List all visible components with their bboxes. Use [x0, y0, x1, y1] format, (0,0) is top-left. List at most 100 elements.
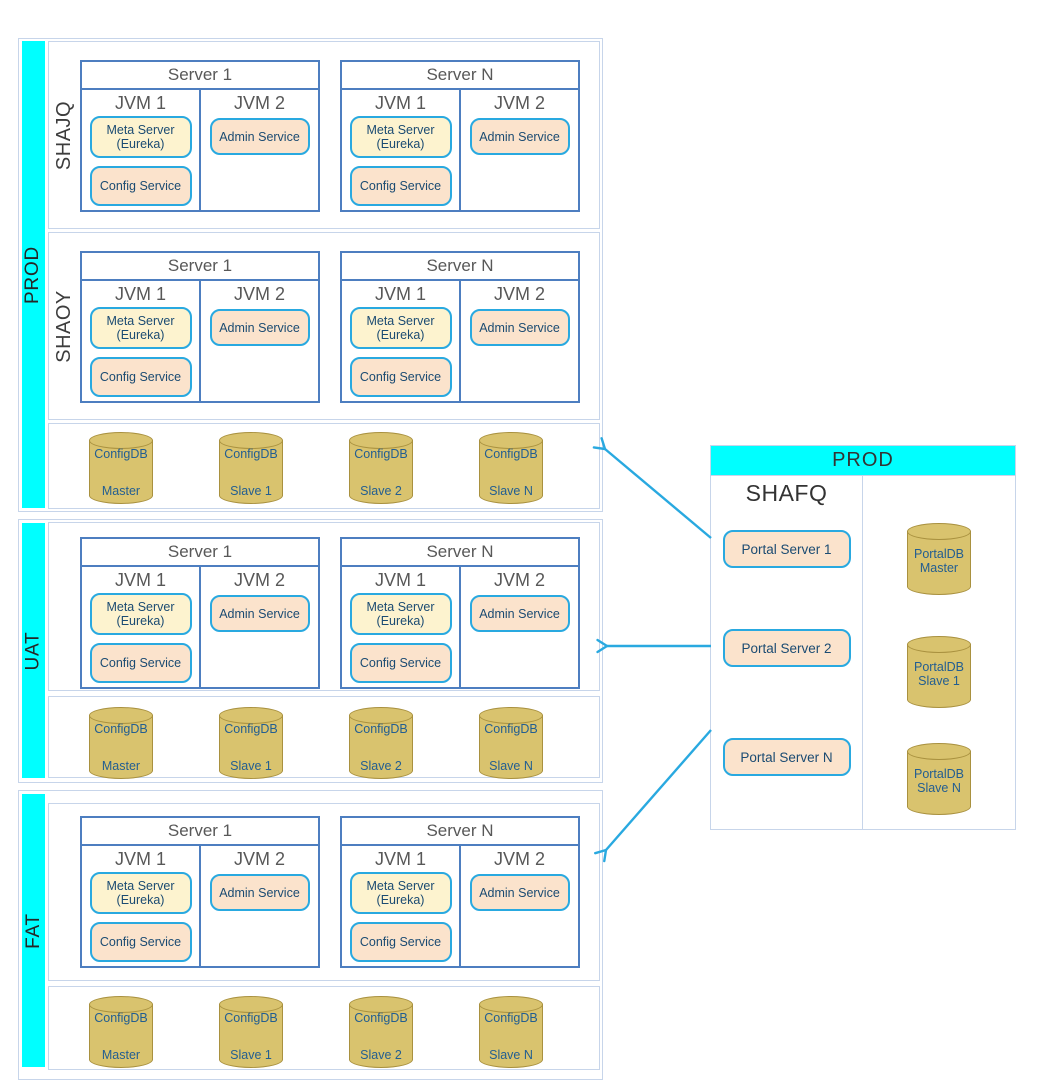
config-service-node: Config Service	[349, 357, 452, 397]
configdb-cylinder: ConfigDB Slave N	[479, 996, 543, 1068]
db-role: Slave 1	[230, 484, 272, 498]
db-name: ConfigDB	[354, 1011, 408, 1025]
db-role: Master	[101, 1048, 141, 1062]
jvm-2-label: JVM 2	[493, 284, 545, 304]
cylinder-top-shape	[479, 996, 543, 1013]
meta-server-node: Meta Server (Eureka)	[89, 307, 192, 349]
cylinder-top-shape	[479, 432, 543, 449]
admin-service-label: Admin Service	[479, 885, 560, 900]
config-service-label: Config Service	[99, 179, 182, 193]
jvm-1-column: JVM 1 Meta Server (Eureka) Config Servic…	[82, 281, 199, 403]
config-service-node: Config Service	[349, 643, 452, 683]
jvm-2-label: JVM 2	[233, 93, 285, 113]
server-title: Server 1	[82, 253, 318, 281]
configdb-cylinder: ConfigDB Slave 1	[219, 996, 283, 1068]
jvm-columns: JVM 1 Meta Server (Eureka) Config Servic…	[82, 846, 318, 968]
configdb-text: ConfigDB Slave 1	[219, 1011, 283, 1062]
cylinder-top-shape	[219, 996, 283, 1013]
server-box: Server N JVM 1 Meta Server (Eureka) Conf…	[340, 251, 580, 403]
jvm-columns: JVM 1 Meta Server (Eureka) Config Servic…	[82, 567, 318, 689]
jvm-2-column: JVM 2 Admin Service	[459, 567, 578, 689]
configdb-cylinder: ConfigDB Slave 1	[219, 707, 283, 779]
meta-server-label: Meta Server (Eureka)	[106, 123, 175, 151]
jvm-columns: JVM 1 Meta Server (Eureka) Config Servic…	[342, 567, 578, 689]
portaldb-cylinder: PortalDB Slave N	[907, 743, 971, 815]
jvm-2-column: JVM 2 Admin Service	[199, 567, 318, 689]
fat-server-row: Server 1 JVM 1 Meta Server (Eureka) Conf…	[48, 803, 600, 981]
cluster-shaoy-servers: Server 1 JVM 1 Meta Server (Eureka) Conf…	[49, 233, 599, 403]
portal-server-label: Portal Server 1	[741, 541, 832, 557]
config-service-node: Config Service	[89, 922, 192, 962]
meta-server-node: Meta Server (Eureka)	[349, 872, 452, 914]
env-prod-section: PROD SHAJQ Server 1 JVM 1	[18, 38, 603, 512]
cylinder-body-shape	[219, 1004, 283, 1060]
configdb-cylinder: ConfigDB Slave 2	[349, 996, 413, 1068]
jvm-columns: JVM 1 Meta Server (Eureka) Config Servic…	[342, 90, 578, 212]
portaldb-cylinder: PortalDB Master	[907, 523, 971, 595]
meta-server-node: Meta Server (Eureka)	[349, 116, 452, 158]
env-uat-label: UAT	[22, 631, 44, 670]
jvm-columns: JVM 1 Meta Server (Eureka) Config Servic…	[342, 846, 578, 968]
cylinder-body-shape	[479, 1004, 543, 1060]
configdb-text: ConfigDB Slave N	[479, 447, 543, 498]
meta-server-node: Meta Server (Eureka)	[89, 116, 192, 158]
jvm-columns: JVM 1 Meta Server (Eureka) Config Servic…	[342, 281, 578, 403]
portal-server-node: Portal Server 2	[722, 629, 851, 667]
db-name: ConfigDB	[484, 447, 538, 461]
cylinder-body-shape	[89, 1004, 153, 1060]
jvm-2-label: JVM 2	[233, 849, 285, 869]
cylinder-top-shape	[349, 707, 413, 724]
env-prod-rows: SHAJQ Server 1 JVM 1 Meta Server (Eureka…	[48, 39, 600, 511]
db-name: ConfigDB	[484, 1011, 538, 1025]
db-role: Slave 2	[360, 759, 402, 773]
configdb-text: ConfigDB Master	[89, 722, 153, 773]
jvm-1-column: JVM 1 Meta Server (Eureka) Config Servic…	[342, 90, 459, 212]
admin-service-node: Admin Service	[209, 874, 310, 911]
cylinder-body-shape	[907, 751, 971, 807]
jvm-1-column: JVM 1 Meta Server (Eureka) Config Servic…	[342, 567, 459, 689]
db-name: PortalDB	[913, 547, 965, 561]
db-name: ConfigDB	[354, 722, 408, 736]
portal-server-label: Portal Server N	[740, 749, 833, 765]
jvm-1-label: JVM 1	[374, 284, 426, 304]
admin-service-node: Admin Service	[469, 309, 570, 346]
server-title: Server N	[342, 62, 578, 90]
fat-configdb-list: ConfigDB Master ConfigDB Slave 1	[49, 987, 599, 1068]
configdb-text: ConfigDB Slave 1	[219, 722, 283, 773]
portal-server-column: SHAFQ Portal Server 1 Portal Server 2 Po…	[711, 476, 863, 829]
configdb-text: ConfigDB Slave 2	[349, 1011, 413, 1062]
server-title: Server 1	[82, 62, 318, 90]
configdb-cylinder: ConfigDB Slave 2	[349, 707, 413, 779]
admin-service-label: Admin Service	[479, 320, 560, 335]
db-name: ConfigDB	[224, 722, 278, 736]
fat-configdb-row: ConfigDB Master ConfigDB Slave 1	[48, 986, 600, 1070]
admin-service-label: Admin Service	[219, 320, 300, 335]
jvm-2-label: JVM 2	[493, 93, 545, 113]
server-box: Server 1 JVM 1 Meta Server (Eureka) Conf…	[80, 60, 320, 212]
configdb-text: ConfigDB Slave 2	[349, 447, 413, 498]
config-service-node: Config Service	[89, 166, 192, 206]
jvm-1-label: JVM 1	[114, 284, 166, 304]
admin-service-label: Admin Service	[219, 885, 300, 900]
db-role: Slave 1	[918, 674, 960, 688]
jvm-columns: JVM 1 Meta Server (Eureka) Config Servic…	[82, 281, 318, 403]
configdb-text: ConfigDB Master	[89, 1011, 153, 1062]
config-service-label: Config Service	[99, 935, 182, 949]
admin-service-node: Admin Service	[469, 874, 570, 911]
cylinder-top-shape	[219, 707, 283, 724]
env-uat-rows: Server 1 JVM 1 Meta Server (Eureka) Conf…	[48, 520, 600, 782]
server-box: Server 1 JVM 1 Meta Server (Eureka) Conf…	[80, 537, 320, 689]
prod-configdb-row: ConfigDB Master ConfigDB Slave 1	[48, 423, 600, 509]
configdb-text: ConfigDB Slave 2	[349, 722, 413, 773]
db-name: PortalDB	[913, 660, 965, 674]
cylinder-body-shape	[219, 715, 283, 771]
config-service-label: Config Service	[359, 656, 442, 670]
config-service-label: Config Service	[99, 656, 182, 670]
db-role: Slave N	[489, 1048, 533, 1062]
cluster-shaoy-row: SHAOY Server 1 JVM 1 Meta Server (Eureka…	[48, 232, 600, 420]
config-service-node: Config Service	[349, 922, 452, 962]
cylinder-body-shape	[479, 715, 543, 771]
configdb-cylinder: ConfigDB Slave N	[479, 707, 543, 779]
cluster-shaoy-label-wrap: SHAOY	[49, 233, 80, 419]
